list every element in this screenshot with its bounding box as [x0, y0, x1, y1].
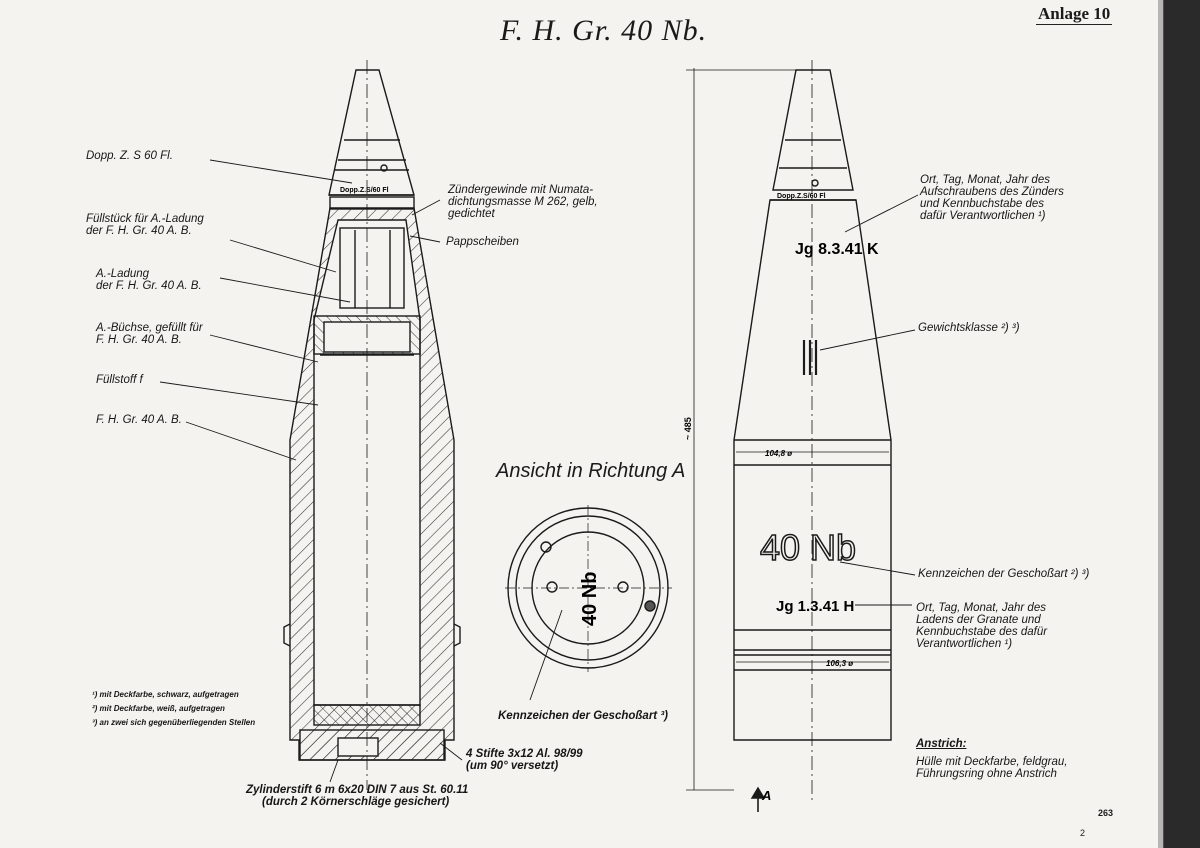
scan-edge [1163, 0, 1200, 848]
label-load-line1: Ort, Tag, Monat, Jahr des [916, 602, 1046, 614]
label-cyl-pin-line1: Zylinderstift 6 m 6x20 DIN 7 aus St. 60.… [246, 784, 469, 796]
page-number-secondary: 2 [1080, 828, 1086, 838]
shell-section-view [283, 60, 461, 790]
label-load-line4: Verantwortlichen ¹) [916, 638, 1013, 650]
drawing-title: F. H. Gr. 40 Nb. [500, 14, 708, 47]
base-view [505, 505, 672, 701]
label-fuze-thread-line1: Zündergewinde mit Numata- [448, 184, 594, 196]
label-weight-class: Gewichtsklasse ²) ³) [918, 322, 1020, 334]
label-type-marking: Kennzeichen der Geschoßart ²) ³) [918, 568, 1090, 580]
fuze-marking-exterior: Dopp.Z.S/60 Fl [777, 193, 826, 200]
label-cyl-pin-line2: (durch 2 Körnerschläge gesichert) [262, 796, 450, 808]
label-screw-line1: Ort, Tag, Monat, Jahr des [920, 174, 1050, 186]
base-view-heading: Ansicht in Richtung A [496, 460, 686, 482]
label-filler: Füllstoff f [96, 374, 143, 386]
footnote-1: ¹) mit Deckfarbe, schwarz, aufgetragen [92, 690, 239, 699]
sheet-label: Anlage 10 [1036, 4, 1113, 25]
label-pins-line2: (um 90° versetzt) [466, 760, 559, 772]
base-stamp-text: 40 Nb [579, 572, 601, 626]
label-a-charge-line1: A.-Ladung [96, 268, 150, 280]
dia-upper-label: 104,8 ø [765, 449, 792, 458]
exterior-leader-lines [819, 194, 919, 606]
shell-exterior-view [686, 60, 892, 812]
label-cardboard: Pappscheiben [446, 236, 519, 248]
label-screw-line4: dafür Verantwortlichen ¹) [920, 210, 1046, 222]
length-dimension-label: ~ 485 [683, 417, 693, 440]
label-fuze: Dopp. Z. S 60 Fl. [86, 150, 173, 162]
label-paint-heading: Anstrich: [916, 738, 967, 750]
fuze-marking-section: Dopp.Z.S/60 Fl [340, 187, 389, 194]
label-fuze-thread-line3: gedichtet [448, 208, 495, 220]
load-stamp-text: Jg 1.3.41 H [776, 598, 854, 615]
label-fill-piece-line1: Füllstück für A.-Ladung [86, 213, 204, 225]
label-fill-piece-line2: der F. H. Gr. 40 A. B. [86, 225, 192, 237]
label-load-line2: Ladens der Granate und [916, 614, 1041, 626]
label-a-charge-line2: der F. H. Gr. 40 A. B. [96, 280, 202, 292]
footnote-2: ²) mit Deckfarbe, weiß, aufgetragen [92, 704, 225, 713]
label-paint-line1: Hülle mit Deckfarbe, feldgrau, [916, 756, 1068, 768]
section-leader-lines [159, 159, 463, 783]
label-base-marking: Kennzeichen der Geschoßart ³) [498, 710, 668, 722]
dia-band-label: 106,3 ø [826, 659, 853, 668]
label-screw-line2: Aufschraubens des Zünders [920, 186, 1064, 198]
page-number: 263 [1098, 808, 1114, 818]
label-screw-line3: und Kennbuchstabe des [920, 198, 1045, 210]
label-a-sleeve-line1: A.-Büchse, gefüllt für [96, 322, 203, 334]
label-pins-line1: 4 Stifte 3x12 Al. 98/99 [466, 748, 583, 760]
footnote-3: ³) an zwei sich gegenüberliegenden Stell… [92, 718, 256, 727]
view-arrow-label: A [761, 788, 771, 803]
label-body: F. H. Gr. 40 A. B. [96, 414, 182, 426]
screw-stamp-text: Jg 8.3.41 K [795, 241, 879, 258]
label-paint-line2: Führungsring ohne Anstrich [916, 768, 1057, 780]
label-load-line3: Kennbuchstabe des dafür [916, 626, 1048, 638]
label-a-sleeve-line2: F. H. Gr. 40 A. B. [96, 334, 182, 346]
label-fuze-thread-line2: dichtungsmasse M 262, gelb, [448, 196, 598, 208]
type-stamp-text: 40 Nb [760, 527, 856, 568]
